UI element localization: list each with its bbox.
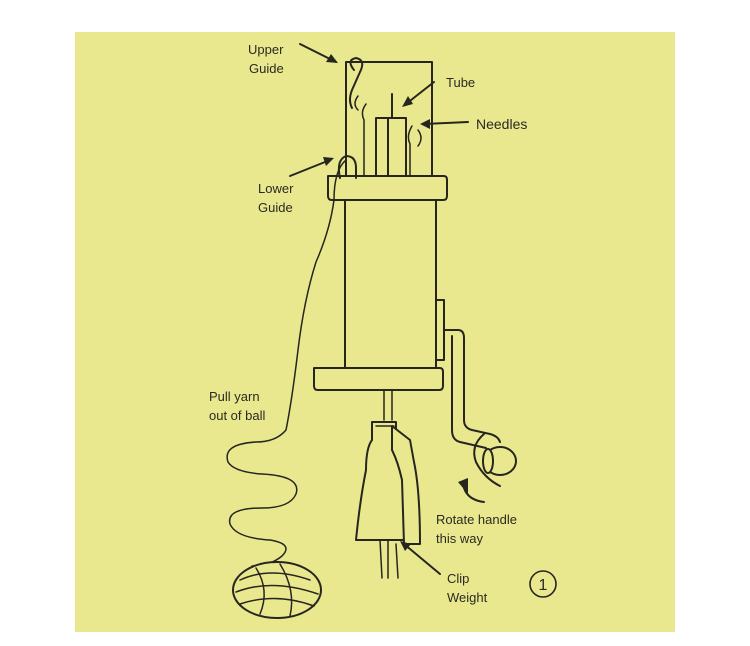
base-ring (313, 367, 444, 391)
crank-handle (443, 329, 517, 476)
tube (375, 117, 407, 177)
tube-label: Tube (446, 75, 475, 90)
top-collar (327, 175, 448, 201)
pull-yarn-label-line1: Pull yarn (209, 389, 260, 404)
main-cylinder (344, 199, 437, 369)
upper-guide-label-line1: Upper (248, 42, 284, 57)
tube-and-needles (349, 57, 422, 177)
step-number: 1 (539, 577, 548, 594)
pull-yarn-label-line2: out of ball (209, 408, 265, 423)
gear-housing (435, 299, 445, 361)
needles-label: Needles (476, 116, 527, 132)
yarn-ball-icon (232, 561, 322, 619)
lower-guide-label-line1: Lower (258, 181, 294, 196)
clip-label: Clip (447, 571, 469, 586)
rotate-handle-label-line2: this way (436, 531, 483, 546)
yarn-strand (226, 159, 347, 567)
clip-body (391, 425, 421, 545)
rotate-handle-label-line1: Rotate handle (436, 512, 517, 527)
step-number-badge (529, 570, 557, 598)
lower-guide-label-line2: Guide (258, 200, 293, 215)
rotation-arrow-icon (458, 433, 501, 503)
upper-guide-label-line2: Guide (249, 61, 284, 76)
clip-weight (355, 389, 421, 579)
arrow-icon (289, 43, 469, 575)
weight-label: Weight (447, 590, 488, 605)
